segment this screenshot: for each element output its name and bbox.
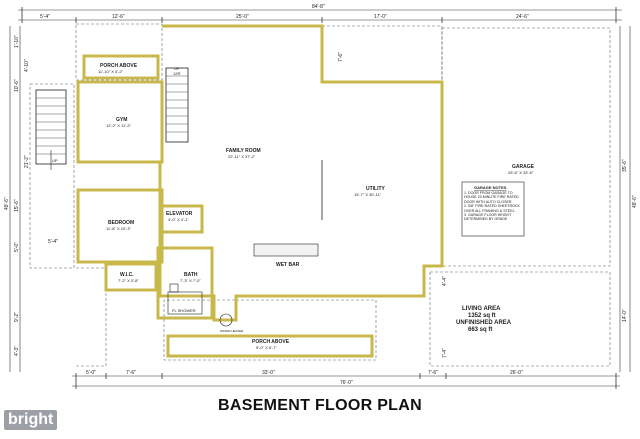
shower-stall [167,291,203,315]
wet-bar-counter [253,243,319,257]
dim-bottom-1: 7'-6" [126,370,136,376]
dim-top-4: 17'-0" [374,14,387,20]
dim-left-5: 15'-6" [14,199,20,212]
family-room-size: 22'-11" X 37'-2" [228,154,256,159]
dim-left-0: 1'-10" [14,35,20,48]
living-area-value: 1352 sq ft [468,313,496,319]
dim-top-1: 12'-6" [112,14,125,20]
water-heater-icon [219,313,233,327]
page-title: BASEMENT FLOOR PLAN [218,397,422,414]
dim-bottom-2: 33'-0" [262,370,275,376]
dim-top-2: 25'-0" [236,14,249,20]
area-summary: LIVING AREA 1352 sq ft UNFINISHED AREA 6… [456,306,512,333]
wic-size: 7'-2" X 3'-8" [118,278,139,283]
elevator-outline [160,204,204,234]
stairs-top [165,67,189,143]
garage-note-1: 1. DOOR FROM GARAGE TO HOUSE 20 MINUTE F… [464,191,519,204]
dim-left-4: 49'-6" [4,197,10,210]
right-dimensions: 35'-6" 49'-6" 14'-0" [619,26,638,372]
stairs-left [35,89,67,170]
utility-name: UTILITY [366,186,386,192]
family-room-outline [158,24,444,322]
dim-right-2: 14'-0" [622,309,628,322]
porch-top-size: 11'-10" X 4'-2" [98,69,124,74]
bottom-dimensions: 5'-0" 7'-6" 33'-0" 76'-0" 7'-6" 26'-0" [72,370,620,389]
unfinished-area-value: 663 sq ft [468,327,492,333]
dim-misc-1: 7'-6" [338,52,344,62]
stair-top-up: UP [174,66,180,71]
dim-top-3: 84'-8" [312,4,325,10]
porch-top-name: PORCH ABOVE [100,63,138,69]
porch-top-outline [82,54,160,80]
garage-size: 25'-6" X 33'-6" [508,170,534,175]
family-room-name: FAMILY ROOM [226,148,261,154]
dim-top-0: 5'-4" [40,14,50,20]
porch-bottom-name: PORCH ABOVE [252,339,290,345]
dim-bottom-5: 26'-0" [510,370,523,376]
dim-bottom-3: 76'-0" [340,380,353,386]
gym-name: GYM [116,117,127,123]
bedroom-name: BEDROOM [108,220,134,226]
toilet-icon [169,283,179,293]
left-dimensions: 1'-10" 4'-10" 10'-6" 21'-2" 49'-6" 15'-6… [4,26,30,372]
garage-notes: GARAGE NOTES 1. DOOR FROM GARAGE TO HOUS… [461,181,525,237]
stair-left-up: UP [52,158,58,163]
gym-size: 12'-2" X 11'-2" [106,123,132,128]
porch-bottom-size: 9'-0" X 6'-7" [256,345,277,350]
garage-note-3: 3. GARAGE FLOOR HEIGHT DETERMINED BY GRA… [464,213,512,222]
shower-label: FL SHOWER [172,308,196,313]
wet-bar-name: WET BAR [276,262,300,268]
dim-left-6: 5'-0" [14,242,20,252]
utility-size: 15'-7" X 30'-11" [354,192,382,197]
unfinished-area-label: UNFINISHED AREA [456,320,512,326]
dim-bottom-4: 7'-6" [428,370,438,376]
bath-size: 7'-3" X 7'-0" [180,278,201,283]
garage-notes-heading: GARAGE NOTES [474,185,507,190]
top-dimensions: 5'-4" 12'-6" 25'-0" 84'-8" 17'-0" 24'-6" [18,4,622,23]
dim-right-0: 35'-6" [622,159,628,172]
elevator-name: ELEVATOR [166,211,193,217]
water-heater-label: WATER HEATER [220,329,244,333]
bath-outline [156,246,214,320]
wic-outline [104,262,158,292]
watermark-logo: bright [4,410,58,430]
gym-outline [76,80,164,164]
garage-note-2: 2. 5/8" FIRE-RATED SHEETROCK OVER ALL FR… [464,204,520,213]
porch-bottom-outline [166,334,374,358]
dim-left-8: 4'-3" [14,346,20,356]
dim-bottom-0: 5'-0" [86,370,96,376]
dim-left-3: 21'-2" [24,155,30,168]
living-area-label: LIVING AREA [462,306,501,312]
dim-misc-0: 5'-4" [48,239,58,245]
bath-name: BATH [184,272,198,278]
wic-name: W.I.C. [120,272,134,278]
dim-misc-2: 4'-4" [442,276,448,286]
dim-top-5: 24'-6" [516,14,529,20]
dim-left-2: 10'-6" [14,79,20,92]
dim-left-1: 4'-10" [24,59,30,72]
elevator-size: 4'-0" X 4'-1" [168,217,189,222]
dim-left-7: 9'-2" [14,312,20,322]
garage-name: GARAGE [512,164,535,170]
dim-misc-3: 7'-4" [442,348,448,358]
dim-right-1: 49'-6" [632,195,638,208]
stair-top-risers: 12R [173,71,180,76]
bedroom-size: 11'-8" X 10'-3" [106,226,132,231]
